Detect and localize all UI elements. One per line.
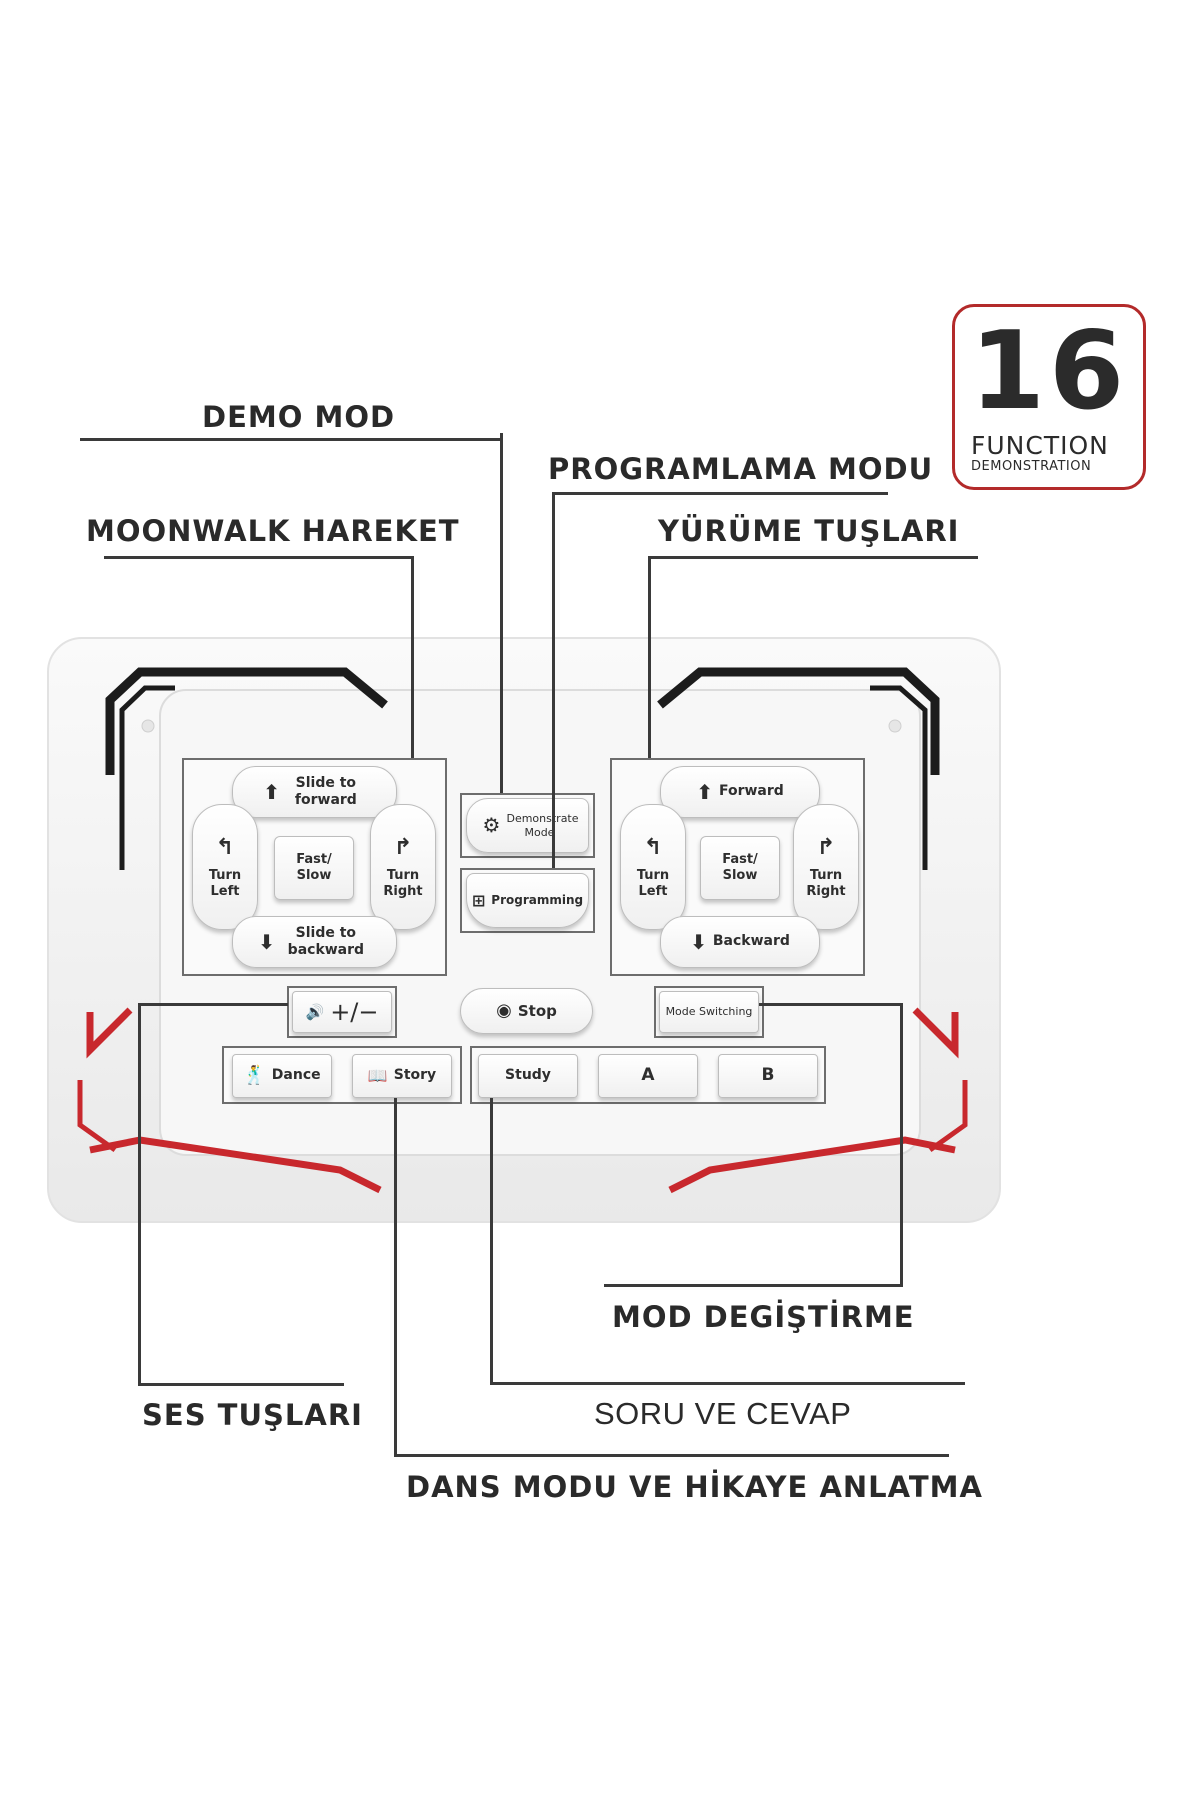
callout-mod-degistirme: MOD DEGİŞTİRME (612, 1300, 915, 1334)
turn-left-arrow-icon: ↰ (215, 835, 235, 860)
mode-switching-label: Mode Switching (665, 1005, 753, 1019)
a-label: A (641, 1065, 655, 1086)
backward-label: Backward (712, 933, 790, 950)
callout-programlama-modu: PROGRAMLAMA MODU (548, 452, 934, 486)
callout-yurume-tuslari: YÜRÜME TUŞLARI (658, 514, 960, 548)
programming-label: Programming (491, 893, 584, 907)
callout-demo-mod: DEMO MOD (202, 400, 396, 434)
turn-right-arrow-icon: ↱ (393, 835, 413, 860)
callout-moonwalk-hareket: MOONWALK HAREKET (86, 514, 460, 548)
trim-bottom-right (668, 1007, 959, 1194)
slide-backward-button[interactable]: ⬇ Slide to backward (232, 916, 397, 968)
arrow-down-icon: ⬇ (258, 929, 275, 954)
leader-dans (394, 1098, 397, 1456)
stop-circle-icon: ◉ (496, 999, 512, 1021)
right-turn-right-button[interactable]: ↱ Turn Right (793, 804, 859, 930)
forward-label: Forward (718, 783, 784, 800)
turn-left-arrow-icon: ↰ (643, 835, 663, 860)
arrow-down-icon: ⬇ (690, 929, 707, 954)
stop-label: Stop (517, 1001, 557, 1020)
trim-bottom-left (86, 1007, 382, 1194)
right-fast-slow-label: Fast/ Slow (722, 851, 758, 883)
callout-ses-tuslari: SES TUŞLARI (142, 1398, 363, 1432)
b-button[interactable]: B (718, 1054, 818, 1098)
mode-switching-button[interactable]: Mode Switching (659, 991, 759, 1033)
trim-top-right (657, 667, 940, 775)
turn-right-arrow-icon: ↱ (816, 835, 836, 860)
windows-logo-icon: ⊞ (471, 890, 486, 910)
right-fast-slow-button[interactable]: Fast/ Slow (700, 836, 780, 900)
trim-top-left (105, 667, 388, 775)
book-icon: 📖 (367, 1066, 388, 1085)
dance-label: Dance (271, 1067, 321, 1084)
left-turn-left-label: Turn Left (208, 867, 242, 899)
badge-line2: DEMONSTRATION (971, 459, 1092, 474)
leader-moonwalk (104, 556, 414, 559)
forward-button[interactable]: ⬆ Forward (660, 766, 820, 818)
left-fast-slow-label: Fast/ Slow (296, 851, 332, 883)
volume-label: +/− (330, 998, 379, 1026)
right-turn-right-label: Turn Right (806, 867, 846, 899)
callout-soru-ve-cevap: SORU VE CEVAP (594, 1396, 852, 1431)
leader-soru (490, 1098, 493, 1384)
leader-programlama (552, 492, 888, 495)
slide-backward-label: Slide to backward (287, 924, 365, 959)
a-button[interactable]: A (598, 1054, 698, 1098)
study-button[interactable]: Study (478, 1054, 578, 1098)
demonstrate-mode-button[interactable]: ⚙ Demonstrate Mode (466, 798, 589, 853)
study-label: Study (505, 1067, 551, 1084)
left-turn-left-button[interactable]: ↰ Turn Left (192, 804, 258, 930)
left-fast-slow-button[interactable]: Fast/ Slow (274, 836, 354, 900)
left-turn-right-button[interactable]: ↱ Turn Right (370, 804, 436, 930)
arrow-up-icon: ⬆ (696, 779, 713, 804)
arrow-up-icon: ⬆ (263, 779, 280, 804)
function-badge: 16 FUNCTION DEMONSTRATION (952, 304, 1146, 490)
dance-button[interactable]: 🕺 Dance (232, 1054, 332, 1098)
backward-button[interactable]: ⬇ Backward (660, 916, 820, 968)
leader-ses (138, 1003, 288, 1006)
right-turn-left-button[interactable]: ↰ Turn Left (620, 804, 686, 930)
badge-number: 16 (969, 309, 1129, 434)
story-button[interactable]: 📖 Story (352, 1054, 452, 1098)
wheel-icon: ⚙ (482, 813, 501, 837)
slide-forward-button[interactable]: ⬆ Slide to forward (232, 766, 397, 818)
badge-line1: FUNCTION (971, 431, 1109, 460)
volume-button[interactable]: 🔊 +/− (292, 991, 392, 1033)
leader-mod-degistirme (759, 1003, 903, 1006)
slide-forward-label: Slide to forward (294, 774, 357, 809)
leader-yurume (648, 556, 978, 559)
b-label: B (761, 1065, 775, 1086)
dancer-icon: 🕺 (243, 1064, 266, 1086)
speaker-icon: 🔊 (305, 1002, 325, 1021)
callout-dans-modu: DANS MODU VE HİKAYE ANLATMA (406, 1470, 983, 1504)
leader-demo-mod (80, 438, 502, 441)
right-turn-left-label: Turn Left (636, 867, 670, 899)
story-label: Story (393, 1067, 437, 1084)
demonstrate-mode-label: Demonstrate Mode (506, 811, 579, 839)
left-turn-right-label: Turn Right (383, 867, 423, 899)
stop-button[interactable]: ◉ Stop (460, 988, 593, 1034)
programming-button[interactable]: ⊞ Programming (466, 873, 589, 928)
